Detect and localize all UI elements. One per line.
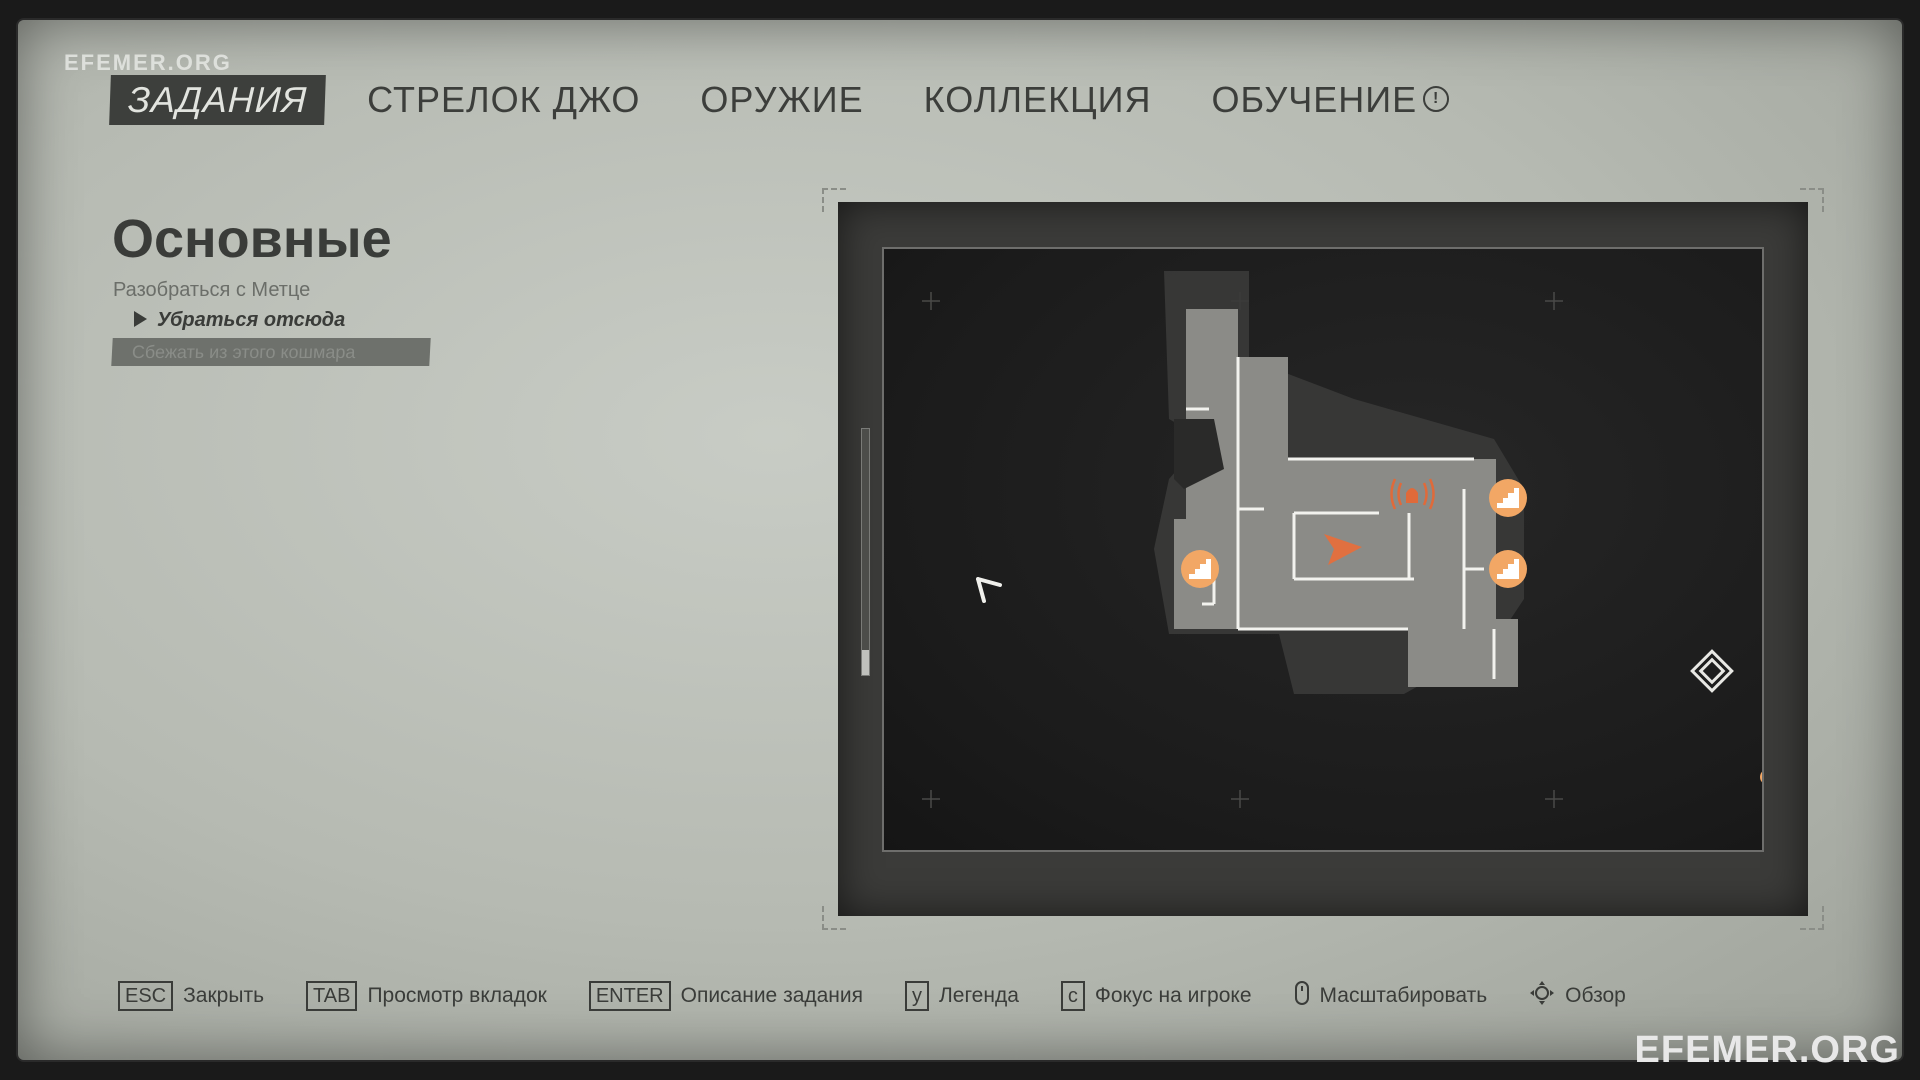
- stairs-marker-right: [1489, 550, 1527, 588]
- map-drawing: [922, 271, 1762, 808]
- map-bracket-tr: [1800, 188, 1824, 212]
- stairs-marker-left: [1181, 550, 1219, 588]
- hint-overview-label: Обзор: [1565, 984, 1626, 1007]
- tab-bar: ЗАДАНИЯ СТРЕЛОК ДЖО ОРУЖИЕ КОЛЛЕКЦИЯ ОБУ…: [109, 74, 1491, 126]
- tab-collection[interactable]: КОЛЛЕКЦИЯ: [906, 75, 1170, 125]
- stairs-marker-top-right: [1489, 479, 1527, 517]
- zoom-slider-thumb[interactable]: [862, 650, 869, 675]
- alarm-icon: [1390, 478, 1435, 510]
- tab-gunslinger-joe-label: СТРЕЛОК ДЖО: [367, 79, 641, 120]
- watermark-top: EFEMER.ORG: [64, 50, 232, 75]
- waypoint-diamond-icon: [1690, 649, 1734, 693]
- player-arrow-icon: [1324, 534, 1362, 565]
- tab-weapons-label: ОРУЖИЕ: [700, 79, 864, 120]
- zoom-slider[interactable]: [861, 428, 870, 676]
- key-enter: ENTER: [588, 981, 671, 1011]
- tab-gunslinger-joe[interactable]: СТРЕЛОК ДЖО: [349, 75, 658, 125]
- map-bracket-br: [1800, 906, 1824, 930]
- key-c: c: [1060, 981, 1085, 1011]
- floor-plan: [1174, 309, 1518, 687]
- play-arrow-icon: [134, 310, 147, 327]
- current-objective[interactable]: Убраться отсюда: [134, 309, 345, 332]
- hint-legend[interactable]: y Легенда: [905, 981, 1019, 1011]
- main-quest[interactable]: Разобраться с Метце: [113, 279, 311, 301]
- control-hints: ESC Закрыть TAB Просмотр вкладок ENTER О…: [118, 980, 1668, 1012]
- map-bracket-bl: [822, 906, 846, 930]
- tab-collection-label: КОЛЛЕКЦИЯ: [923, 79, 1152, 120]
- cursor-icon: [976, 577, 1002, 603]
- offscreen-marker: [1760, 771, 1762, 783]
- objectives-title: Основные: [112, 209, 392, 269]
- move-icon: [1529, 980, 1555, 1012]
- tab-tutorial[interactable]: ОБУЧЕНИЕ!: [1194, 75, 1468, 125]
- tab-weapons[interactable]: ОРУЖИЕ: [682, 75, 881, 125]
- watermark-bottom: EFEMER.ORG: [1634, 1029, 1900, 1071]
- hint-zoom[interactable]: Масштабировать: [1294, 980, 1488, 1012]
- map-viewport[interactable]: [882, 247, 1764, 852]
- tab-tutorial-label: ОБУЧЕНИЕ: [1211, 79, 1418, 120]
- hint-zoom-label: Масштабировать: [1319, 984, 1488, 1007]
- hint-tabs-label: Просмотр вкладок: [367, 984, 547, 1007]
- hint-legend-label: Легенда: [939, 984, 1019, 1007]
- info-alert-icon: !: [1423, 86, 1450, 113]
- map-bracket-tl: [822, 188, 846, 212]
- key-esc: ESC: [118, 981, 174, 1011]
- tab-quests-label: ЗАДАНИЯ: [127, 79, 308, 120]
- hint-quest-description-label: Описание задания: [680, 984, 864, 1007]
- key-tab: TAB: [306, 981, 358, 1011]
- tab-quests[interactable]: ЗАДАНИЯ: [109, 75, 327, 125]
- hint-focus-player-label: Фокус на игроке: [1094, 984, 1252, 1007]
- mouse-wheel-icon: [1294, 980, 1310, 1012]
- hint-quest-description[interactable]: ENTER Описание задания: [588, 981, 864, 1011]
- key-y: y: [905, 981, 930, 1011]
- current-objective-label: Убраться отсюда: [157, 309, 346, 331]
- hint-tabs[interactable]: TAB Просмотр вкладок: [306, 981, 547, 1011]
- floor-walls: [1186, 357, 1496, 679]
- next-objective[interactable]: Сбежать из этого кошмара: [111, 338, 431, 366]
- hint-overview[interactable]: Обзор: [1529, 980, 1626, 1012]
- hint-focus-player[interactable]: c Фокус на игроке: [1060, 981, 1252, 1011]
- hint-close-label: Закрыть: [183, 984, 265, 1007]
- hint-close[interactable]: ESC Закрыть: [118, 981, 264, 1011]
